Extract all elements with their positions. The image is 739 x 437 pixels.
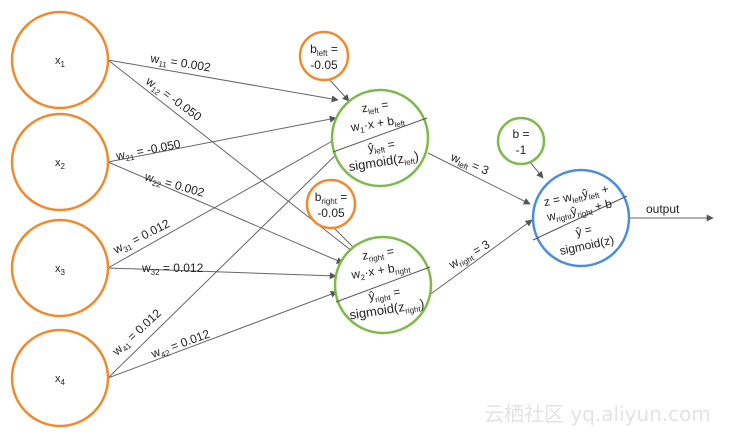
edge-x4-right — [107, 290, 338, 379]
bias-out-line1: b = — [512, 127, 529, 141]
input-label-x1: x1 — [55, 55, 66, 69]
edge-bias-left — [326, 76, 350, 102]
bias-left-line1: bleft = — [310, 42, 338, 58]
edge-x4-left — [107, 139, 352, 379]
out-z-line: z = wleftŷleft + — [542, 182, 610, 211]
bias-right-line1: bright = — [315, 190, 348, 206]
bias-node-left — [298, 30, 350, 82]
left-yhat-line: ŷleft = — [367, 137, 396, 157]
out-w-line: wrightŷright + b — [545, 196, 614, 226]
edge-x2-left — [107, 115, 337, 163]
bias-node-right — [305, 178, 357, 230]
edge-right-out — [427, 219, 533, 297]
bias-left-line2: -0.05 — [310, 58, 338, 72]
left-w-line: w1·x + bleft — [349, 112, 407, 137]
right-w-line: w2·x + bright — [349, 259, 412, 284]
weight-w22: w22 = 0.002 — [142, 169, 207, 202]
edge-x3-left — [107, 134, 344, 269]
right-yhat-line: ŷright = — [368, 284, 402, 305]
out-yhat-line: ŷ = — [574, 222, 593, 239]
divider-out — [532, 195, 628, 241]
weight-w12: w12 = -0.050 — [141, 74, 204, 126]
input-node-x4 — [10, 328, 110, 428]
left-z-line: zleft = — [361, 97, 390, 117]
edge-x3-right — [107, 267, 337, 280]
output-label: output — [646, 202, 680, 216]
weight-w31: w31 = 0.012 — [110, 216, 173, 259]
divider-right — [335, 266, 431, 303]
weight-wright: wright = 3 — [446, 237, 494, 274]
weight-w11: w11 = 0.002 — [148, 51, 212, 77]
edge-x1-left — [107, 59, 339, 103]
edge-bias-out — [529, 161, 544, 179]
input-node-x2 — [10, 112, 110, 212]
edge-x2-right — [107, 161, 344, 264]
bias-node-out — [496, 116, 546, 166]
hidden-node-left — [330, 88, 430, 188]
weight-w32: w32 = 0.012 — [141, 261, 204, 277]
edge-left-out — [427, 152, 531, 205]
weight-wleft: wleft = 3 — [447, 149, 491, 179]
weight-w42: w42 = 0.012 — [148, 327, 212, 363]
bias-out-line2: -1 — [516, 143, 527, 157]
watermark: 云栖社区 yq.aliyun.com — [484, 402, 711, 426]
bias-right-line2: -0.05 — [317, 206, 345, 220]
input-label-x3: x3 — [55, 263, 66, 277]
divider-left — [332, 117, 428, 153]
input-connections — [107, 59, 714, 379]
input-node-x1 — [10, 10, 110, 110]
input-label-x2: x2 — [55, 157, 66, 171]
right-z-line: zright = — [361, 244, 395, 265]
weight-w21: w21 = -0.050 — [114, 137, 182, 165]
input-label-x4: x4 — [55, 373, 66, 387]
input-node-x3 — [10, 218, 110, 318]
